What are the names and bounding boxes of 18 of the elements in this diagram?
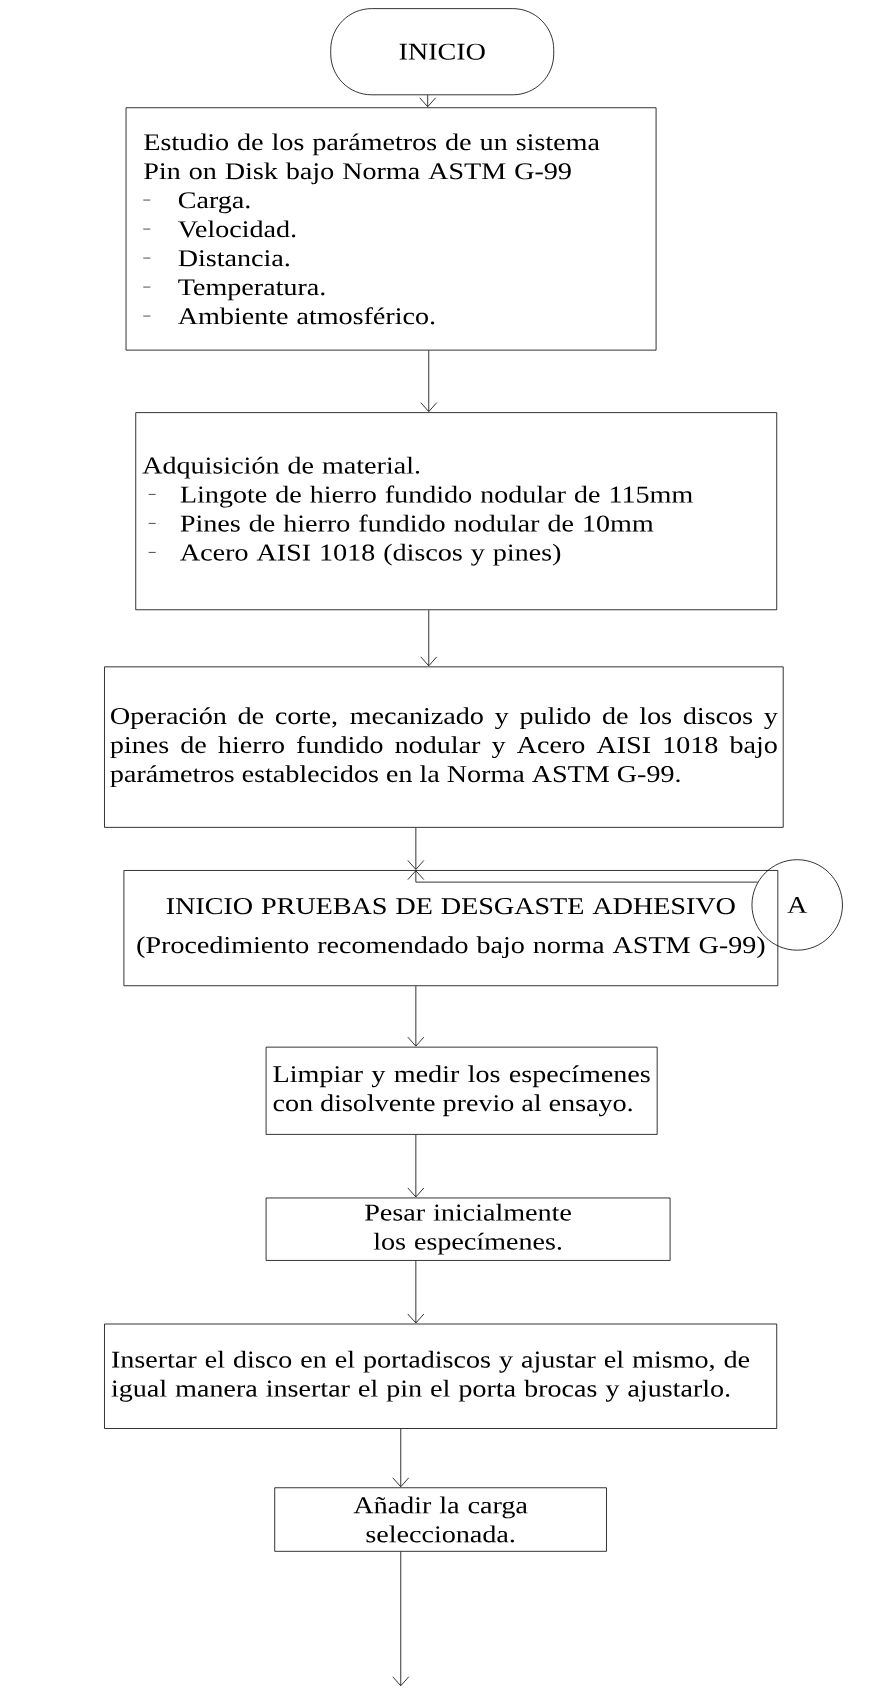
process-box: Operación de corte, mecanizado y pulido de los discos y pines de hierro fundido nodular y Acero AISI 1018 bajo parámetros establecidos en la Norma ASTM G-99. [104, 666, 784, 828]
process-box: Insertar el disco en el portadiscos y ajustar el mismo, de igual manera insertar el pin el porta brocas y ajustarlo. [104, 1323, 778, 1429]
process-box: Limpiar y medir los especímenes con disolvente previo al ensayo. [265, 1046, 658, 1135]
arrow [407, 1260, 425, 1324]
process-box: Pesar inicialmente los especímenes. [265, 1197, 671, 1261]
arrow [392, 1551, 410, 1687]
arrow [420, 609, 438, 667]
process-box: Estudio de los parámetros de un sistema Pin on Disk bajo Norma ASTM G-99 Carga. Velocidad. Distancia. Temperatura. Ambiente atmosférico. [125, 107, 657, 351]
arrow [407, 1134, 425, 1198]
process-box: Adquisición de material. Lingote de hierro fundido nodular de 115mm Pines de hierro fundido nodular de 10mm Acero AISI 1018 (discos y pines) [135, 412, 778, 611]
process-box: Añadir la carga seleccionada. [274, 1487, 607, 1552]
arrow [407, 985, 425, 1047]
arrow [407, 827, 425, 870]
arrow [420, 350, 438, 412]
process-box: INICIO PRUEBAS DE DESGASTE ADHESIVO (Procedimiento recomendado bajo norma ASTM G-99) [123, 870, 779, 987]
terminal-box: INICIO [330, 8, 555, 96]
arrow [392, 1428, 410, 1488]
arrow [407, 870, 759, 883]
